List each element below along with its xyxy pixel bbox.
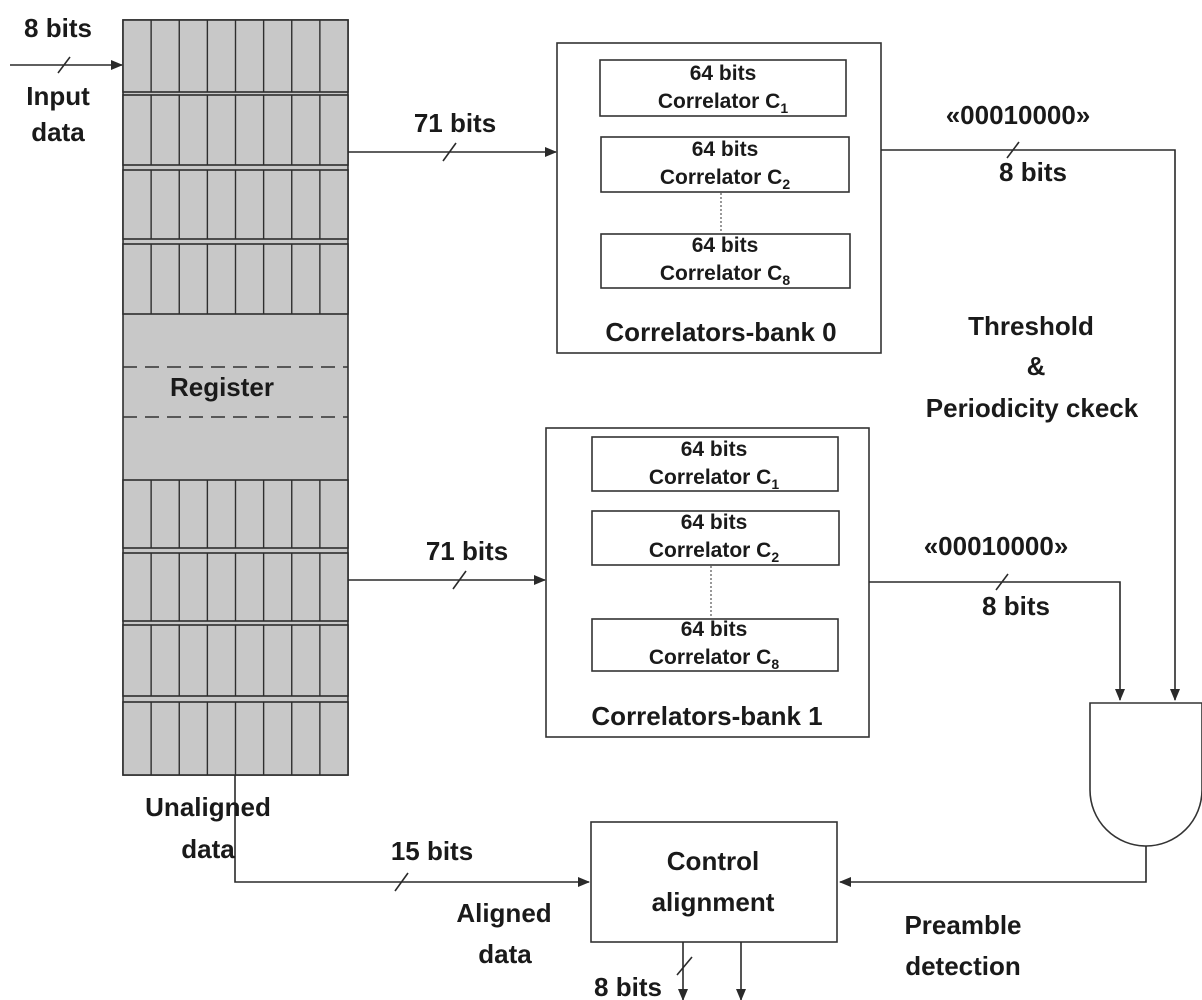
bank0-output-pattern: «00010000» — [946, 100, 1091, 130]
control-label-2: alignment — [652, 887, 775, 917]
control-alignment-block — [590, 821, 838, 943]
svg-text:64 bits: 64 bits — [681, 511, 748, 534]
aligned-label-2: data — [478, 939, 532, 969]
correlators-bank-0: 64 bits Correlator C1 64 bits Correlator… — [556, 42, 882, 354]
register: Register — [122, 19, 349, 776]
and-gate — [1089, 702, 1202, 847]
svg-text:64 bits: 64 bits — [681, 438, 748, 461]
input-arrow — [10, 56, 123, 74]
bank1-title: Correlators-bank 1 — [591, 701, 822, 731]
bank0-input-width: 71 bits — [414, 108, 496, 138]
preamble-detection-line — [839, 846, 1147, 887]
unaligned-label-2: data — [181, 834, 235, 864]
correlators-bank-1: 64 bits Correlator C1 64 bits Correlator… — [545, 427, 870, 738]
svg-text:64 bits: 64 bits — [692, 138, 759, 161]
bank1-correlator-c2 — [591, 510, 840, 566]
preamble-label-2: detection — [905, 951, 1021, 981]
bank0-output-width: 8 bits — [999, 157, 1067, 187]
svg-text:64 bits: 64 bits — [692, 234, 759, 257]
bank0-input-arrow — [348, 142, 557, 162]
svg-text:Correlator C8: Correlator C8 — [660, 262, 791, 288]
bank1-correlator-c1 — [591, 436, 839, 492]
bank1-output-width: 8 bits — [982, 591, 1050, 621]
svg-text:64 bits: 64 bits — [690, 62, 757, 85]
aligned-data-output — [676, 942, 693, 1000]
svg-text:Correlator C2: Correlator C2 — [649, 539, 780, 565]
aligned-label-1: Aligned — [456, 898, 551, 928]
unaligned-width: 15 bits — [391, 836, 473, 866]
threshold-label-2: & — [1027, 351, 1046, 381]
aligned-width: 8 bits — [594, 972, 662, 1000]
input-label-1: Input — [26, 81, 90, 111]
threshold-label-3: Periodicity ckeck — [926, 393, 1139, 423]
svg-text:Correlator C1: Correlator C1 — [658, 90, 789, 116]
bank1-output-line — [869, 573, 1125, 701]
input-label-2: data — [31, 117, 85, 147]
svg-text:Correlator C1: Correlator C1 — [649, 466, 780, 492]
bank1-correlator-c8 — [591, 618, 839, 672]
svg-text:64 bits: 64 bits — [681, 618, 748, 641]
svg-text:Correlator C8: Correlator C8 — [649, 646, 780, 672]
svg-text:Correlator C2: Correlator C2 — [660, 166, 791, 192]
bank0-correlator-c8 — [600, 233, 851, 289]
preamble-label-1: Preamble — [904, 910, 1021, 940]
bank1-output-pattern: «00010000» — [924, 531, 1069, 561]
bank0-title: Correlators-bank 0 — [605, 317, 836, 347]
control-label-1: Control — [667, 846, 759, 876]
bank0-output-line — [881, 141, 1180, 701]
bank1-input-width: 71 bits — [426, 536, 508, 566]
threshold-label-1: Threshold — [968, 311, 1094, 341]
unaligned-data-line — [234, 775, 590, 892]
bank0-correlator-c2 — [600, 136, 850, 193]
input-width: 8 bits — [24, 13, 92, 43]
bank0-correlator-c1 — [599, 59, 847, 117]
register-label: Register — [170, 372, 274, 402]
unaligned-label-1: Unaligned — [145, 792, 271, 822]
bank1-input-arrow — [348, 570, 546, 590]
